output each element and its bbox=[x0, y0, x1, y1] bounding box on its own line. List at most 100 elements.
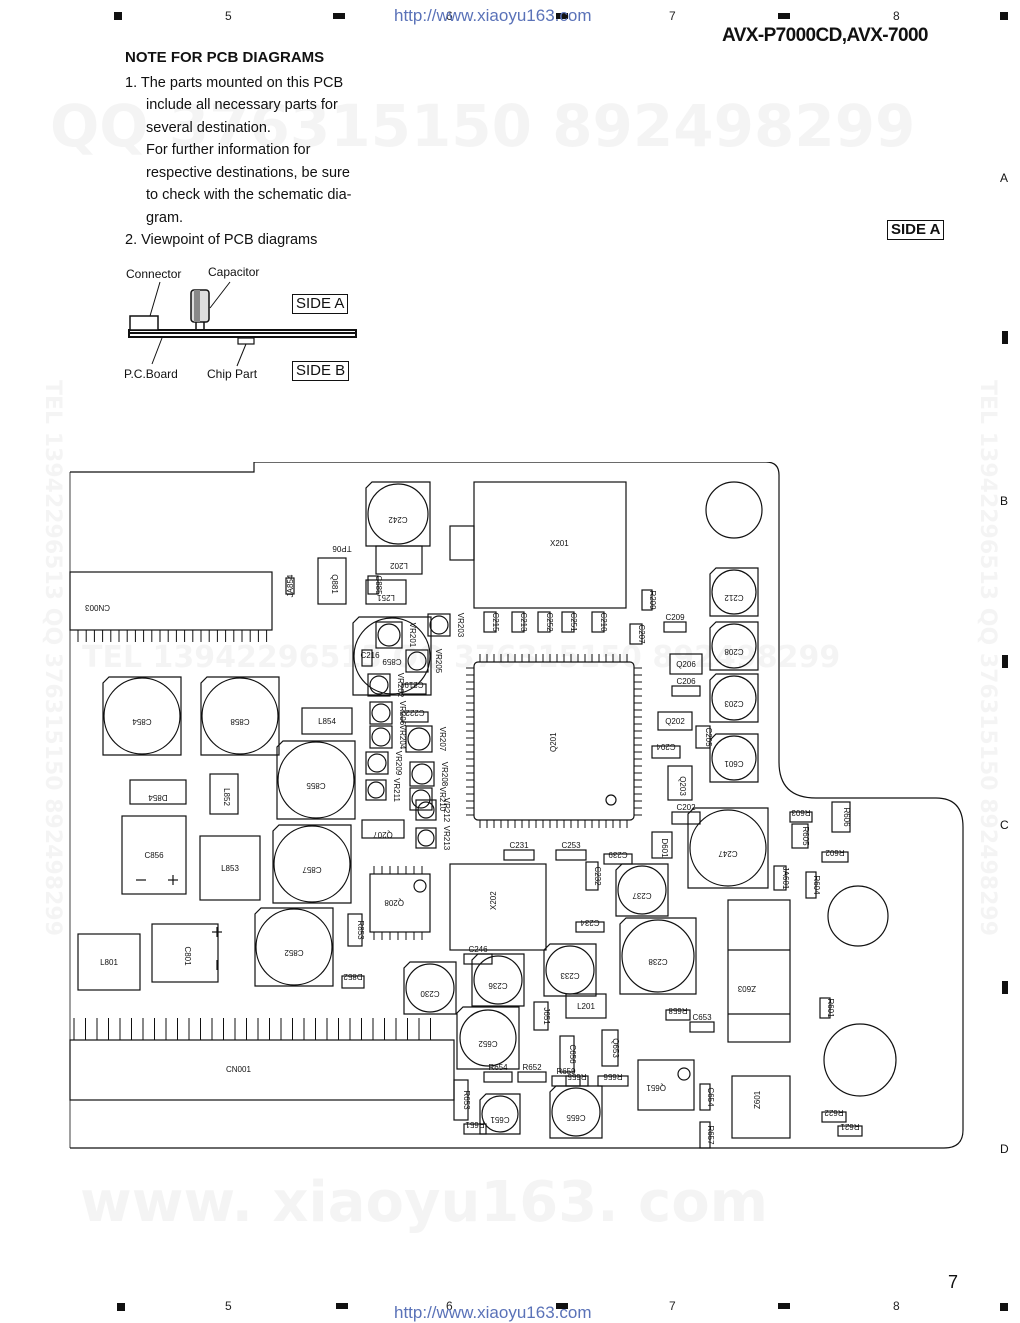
note-title: NOTE FOR PCB DIAGRAMS bbox=[125, 49, 325, 66]
part-c252: C252 bbox=[537, 611, 554, 633]
part-vr213: VR213 bbox=[415, 826, 451, 851]
part-l801: L801 bbox=[77, 933, 141, 991]
label-pc-board: P.C.Board bbox=[124, 367, 178, 381]
part-r853: R853 bbox=[347, 913, 365, 947]
part-r606: R606 bbox=[831, 801, 851, 833]
part-c202: C202 bbox=[671, 803, 701, 825]
column-number-7: 7 bbox=[669, 9, 676, 23]
capacitor-c212: C212 bbox=[709, 567, 759, 617]
part-l852: L852 bbox=[209, 773, 239, 815]
part-label: C215 bbox=[491, 612, 500, 632]
ic-q208: Q208 bbox=[369, 866, 431, 940]
svg-text:Z603: Z603 bbox=[737, 984, 756, 993]
part-label: VR207 bbox=[438, 727, 447, 752]
capacitor-c236: C236 bbox=[471, 953, 525, 1007]
part-c207: C207 bbox=[629, 623, 646, 645]
part-label: L251 bbox=[377, 593, 395, 602]
part-label: C253 bbox=[561, 841, 581, 850]
ic-q201: Q201 bbox=[466, 654, 642, 828]
capacitor-c857: C857 bbox=[272, 824, 352, 904]
part-c204: C204 bbox=[651, 742, 681, 759]
part-r657: R657 bbox=[699, 1121, 715, 1149]
part-q202: Q202 bbox=[657, 711, 693, 731]
board-outline bbox=[70, 462, 964, 1149]
capacitor-c208: C208 bbox=[709, 621, 759, 671]
svg-text:CN003: CN003 bbox=[85, 603, 110, 612]
part-label: C213 bbox=[519, 612, 528, 632]
ruler-mark bbox=[556, 1303, 568, 1309]
part-label: Q206 bbox=[676, 660, 696, 669]
part-label: L201 bbox=[577, 1002, 595, 1011]
part-l854: L854 bbox=[301, 707, 353, 735]
part-label: C205 bbox=[704, 727, 713, 747]
ruler-mark bbox=[556, 13, 568, 19]
ruler-mark bbox=[1000, 1303, 1008, 1311]
column-number-5-bottom: 5 bbox=[225, 1299, 232, 1313]
label-chip-part: Chip Part bbox=[207, 367, 258, 381]
svg-text:X201: X201 bbox=[550, 539, 569, 548]
part-c885: C885 bbox=[367, 575, 383, 595]
part-r602: R602 bbox=[821, 848, 849, 863]
part-l202: L202 bbox=[375, 545, 423, 575]
part-c654: C654 bbox=[699, 1083, 715, 1111]
mounting-hole bbox=[823, 1023, 897, 1097]
part-label: L801 bbox=[100, 958, 118, 967]
watermark-vertical-right: TEL 13942296513 QQ 376315150 892498299 bbox=[975, 380, 1000, 936]
part-vr205: VR205 bbox=[405, 649, 443, 674]
part-label: C856 bbox=[144, 851, 164, 860]
part-label: C231 bbox=[509, 841, 529, 850]
note-line: several destination. bbox=[146, 120, 271, 136]
note-line: to check with the schematic dia- bbox=[146, 187, 352, 203]
part-label: C651 bbox=[490, 1115, 510, 1124]
part-label: C216 bbox=[360, 651, 380, 660]
row-letter-d: D bbox=[1000, 1142, 1009, 1156]
part-c205: C205 bbox=[695, 725, 713, 749]
row-letter-a: A bbox=[1000, 171, 1009, 185]
part-label: R651 bbox=[465, 1120, 485, 1129]
svg-text:Z601: Z601 bbox=[753, 1090, 762, 1109]
column-number-5: 5 bbox=[225, 9, 232, 23]
part-label: VR210 bbox=[438, 787, 447, 812]
part-r656: R656 bbox=[597, 1072, 629, 1087]
capacitor-c854: C854 bbox=[102, 676, 182, 756]
part-ja601: JA601 bbox=[773, 865, 790, 891]
mounting-hole bbox=[827, 885, 889, 947]
part-label: VR211 bbox=[392, 778, 401, 802]
note-line: 2. Viewpoint of PCB diagrams bbox=[125, 232, 318, 248]
part-label: C209 bbox=[665, 613, 685, 622]
part-r622: R622 bbox=[821, 1108, 847, 1123]
part-label: L853 bbox=[221, 864, 239, 873]
capacitor-c247: C247 bbox=[687, 807, 769, 889]
part-label: C234 bbox=[580, 918, 600, 927]
part-vr211: VR211 bbox=[365, 778, 401, 802]
header-url[interactable]: http://www.xiaoyu163.com bbox=[394, 6, 592, 25]
model-title: AVX-P7000CD,AVX-7000 bbox=[722, 25, 929, 46]
part-vr210: VR210 bbox=[409, 787, 447, 812]
part-c253: C253 bbox=[555, 841, 587, 861]
part-label: C206 bbox=[676, 677, 696, 686]
part-label: C601 bbox=[724, 759, 744, 768]
part-label: C653 bbox=[692, 1013, 712, 1022]
part-r655: R655 bbox=[565, 1072, 589, 1087]
part-label: R654 bbox=[488, 1063, 508, 1072]
capacitor-c242: C242 bbox=[365, 481, 431, 547]
part-label: R853 bbox=[356, 920, 365, 940]
part-label: C219 bbox=[404, 680, 424, 689]
part-label: R606 bbox=[842, 807, 851, 827]
part-label: R659 bbox=[556, 1067, 576, 1076]
label-capacitor: Capacitor bbox=[208, 265, 260, 279]
capacitor-c601: C601 bbox=[709, 733, 759, 783]
filter-z601: Z601 bbox=[731, 1075, 791, 1139]
column-number-8: 8 bbox=[893, 9, 900, 23]
part-c246: C246 bbox=[463, 945, 493, 965]
footer-url[interactable]: http://www.xiaoyu163.com bbox=[394, 1303, 592, 1322]
part-r601: R601 bbox=[819, 997, 835, 1019]
capacitor-c230: C230 bbox=[403, 961, 457, 1015]
svg-text:Q201: Q201 bbox=[549, 732, 558, 752]
part-label: L852 bbox=[222, 788, 231, 806]
side-b-box: SIDE B bbox=[292, 361, 350, 381]
label-connector: Connector bbox=[126, 267, 182, 281]
svg-text:Q651: Q651 bbox=[646, 1083, 666, 1092]
part-label: R605 bbox=[801, 826, 810, 846]
part-label: C208 bbox=[724, 647, 744, 656]
